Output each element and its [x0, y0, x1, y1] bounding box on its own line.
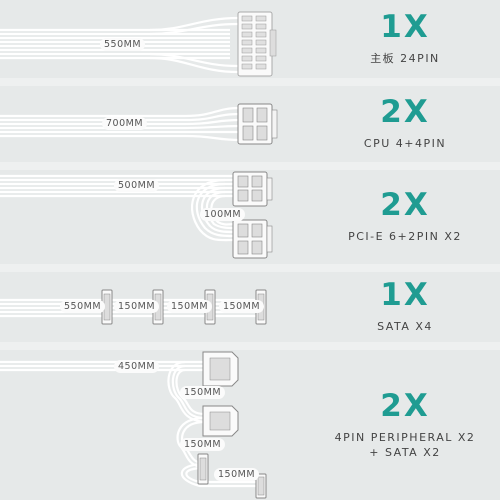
quantity-label: 2X — [380, 94, 430, 130]
connector-description: 4PIN PERIPHERAL X2 + SATA X2 — [335, 430, 476, 460]
cable-row-sata: 550MM 150MM 150MM 150MM 1X SATA X4 — [0, 272, 500, 342]
length-label: 150MM — [180, 438, 226, 451]
cable-row-peripheral: 450MM 150MM 150MM 150MM 2X 4PIN PERIPHER… — [0, 350, 500, 500]
quantity-label: 2X — [380, 387, 430, 424]
length-label: 150MM — [180, 386, 226, 399]
length-label: 500MM — [114, 179, 160, 192]
cable-info: 1X SATA X4 — [310, 272, 500, 342]
molex-connector-icon — [0, 351, 267, 499]
cable-row-pcie: 500MM 100MM 2X PCI-E 6+2PIN X2 — [0, 170, 500, 264]
cable-info: 2X CPU 4+4PIN — [310, 86, 500, 162]
cpu-8pin-connector-icon — [0, 103, 278, 145]
length-label: 550MM — [100, 38, 146, 51]
length-label: 700MM — [102, 117, 148, 130]
connector-description: 主板 24PIN — [370, 52, 440, 65]
length-label: 150MM — [214, 468, 260, 481]
atx-24pin-connector-icon — [0, 11, 277, 77]
length-label: 150MM — [114, 300, 160, 313]
quantity-label: 1X — [380, 277, 430, 313]
cable-illustration: 500MM 100MM — [0, 170, 310, 264]
quantity-label: 1X — [380, 9, 430, 45]
length-label: 450MM — [114, 360, 160, 373]
connector-description-line: 4PIN PERIPHERAL X2 — [334, 430, 476, 444]
pcie-8pin-connector-icon — [0, 171, 273, 259]
connector-description-line: + SATA X2 — [369, 445, 441, 459]
cable-illustration: 550MM 150MM 150MM 150MM — [0, 272, 310, 342]
length-label: 100MM — [200, 208, 246, 221]
length-label: 150MM — [167, 300, 213, 313]
connector-description: CPU 4+4PIN — [363, 137, 447, 150]
connector-description: SATA X4 — [377, 320, 433, 333]
cable-row-cpu: 700MM 2X CPU 4+4PIN — [0, 86, 500, 162]
cable-illustration: 550MM — [0, 0, 310, 78]
cable-row-24pin: 550MM 1X 主板 24PIN — [0, 0, 500, 78]
cable-info: 2X 4PIN PERIPHERAL X2 + SATA X2 — [310, 350, 500, 500]
quantity-label: 2X — [380, 187, 430, 223]
cable-info: 1X 主板 24PIN — [310, 0, 500, 78]
cable-info: 2X PCI-E 6+2PIN X2 — [310, 170, 500, 264]
connector-description: PCI-E 6+2PIN X2 — [348, 230, 462, 243]
cable-illustration: 700MM — [0, 86, 310, 162]
length-label: 550MM — [60, 300, 106, 313]
cable-illustration: 450MM 150MM 150MM 150MM — [0, 350, 310, 500]
length-label: 150MM — [219, 300, 265, 313]
